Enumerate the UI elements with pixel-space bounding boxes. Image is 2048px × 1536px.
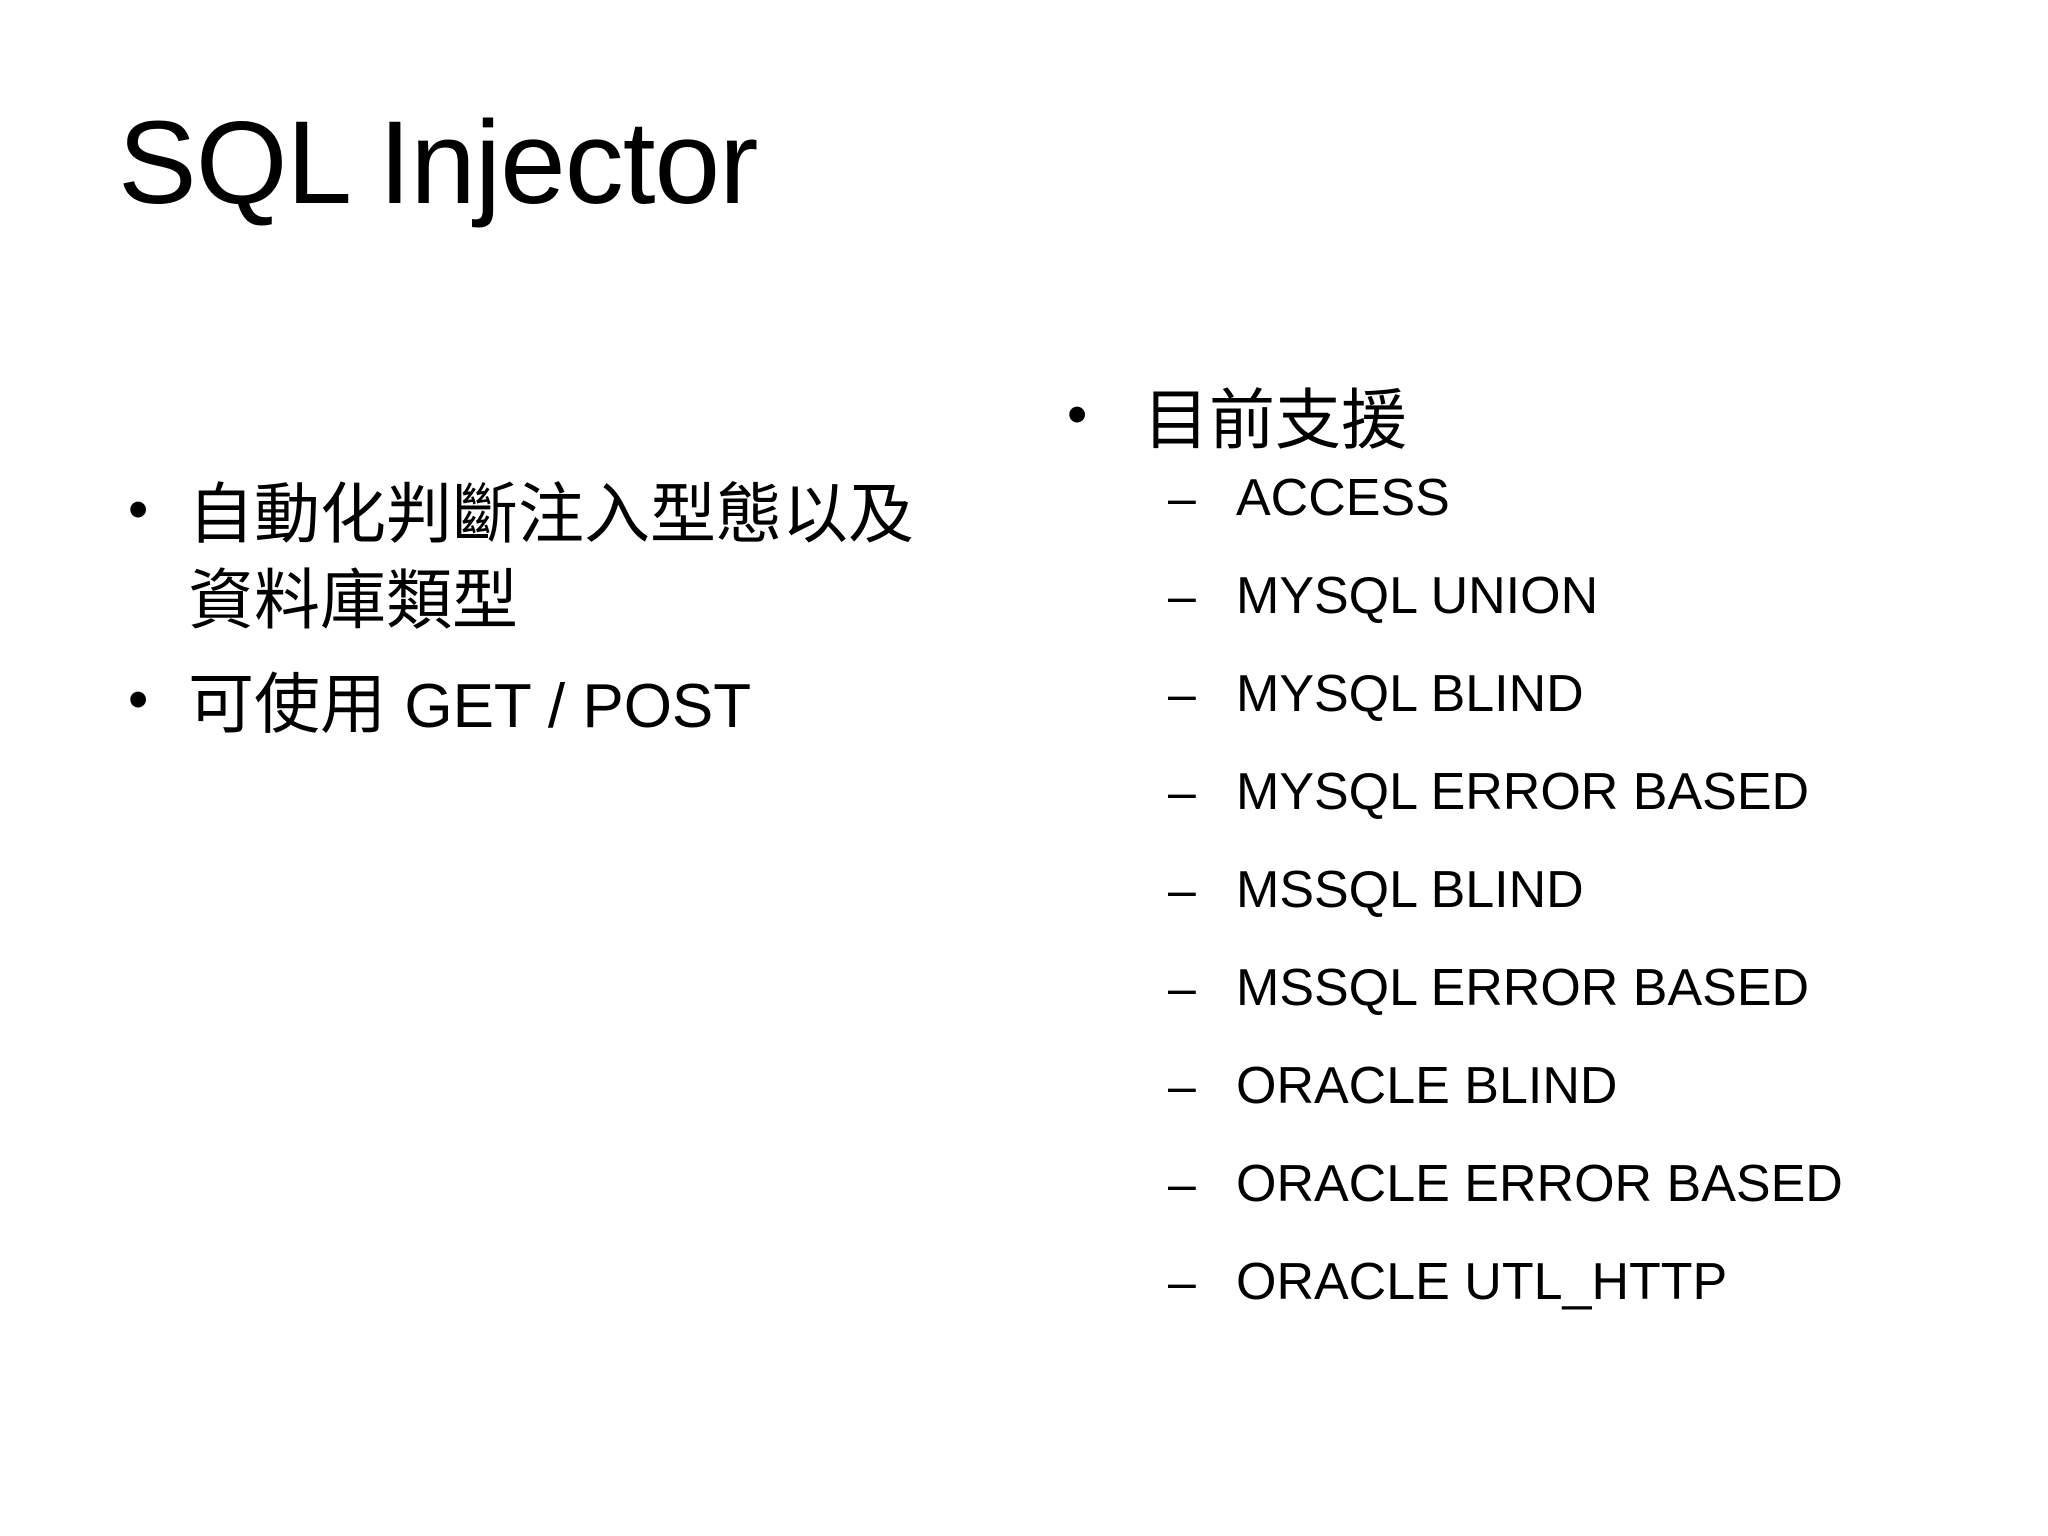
en-dash-icon: – bbox=[1168, 470, 1196, 527]
list-item-label: ORACLE UTL_HTTP bbox=[1236, 1253, 1728, 1312]
list-item-label: MYSQL ERROR BASED bbox=[1236, 763, 1810, 822]
list-item-label: ORACLE ERROR BASED bbox=[1236, 1155, 1843, 1214]
bullet-item-label-cjk: 可使用 bbox=[188, 666, 405, 741]
bullet-item-automation: • 自動化判斷注入型態以及資料庫類型 bbox=[110, 472, 940, 644]
list-item-label: MYSQL BLIND bbox=[1236, 665, 1584, 724]
bullet-item-label-latin: GET / POST bbox=[404, 671, 752, 741]
supported-database-list: – ACCESS – MYSQL UNION – MYSQL BLIND – M… bbox=[1055, 472, 2015, 1354]
en-dash-icon: – bbox=[1168, 568, 1196, 625]
list-item: – MSSQL ERROR BASED bbox=[1055, 962, 2015, 1060]
list-item-label: ORACLE BLIND bbox=[1236, 1057, 1618, 1116]
list-item: – MYSQL ERROR BASED bbox=[1055, 766, 2015, 864]
bullet-dot-icon: • bbox=[128, 477, 149, 542]
bullet-dot-icon: • bbox=[128, 666, 149, 732]
en-dash-icon: – bbox=[1168, 666, 1196, 723]
left-content-column: • 自動化判斷注入型態以及資料庫類型 • 可使用 GET / POST bbox=[110, 472, 940, 765]
slide-title: SQL Injector bbox=[118, 97, 758, 229]
supported-heading-label: 目前支援 bbox=[1143, 383, 1407, 457]
en-dash-icon: – bbox=[1168, 960, 1196, 1017]
en-dash-icon: – bbox=[1168, 1156, 1196, 1213]
bullet-item-label: 可使用 GET / POST bbox=[188, 662, 940, 748]
list-item-label: ACCESS bbox=[1236, 469, 1450, 528]
list-item: – ORACLE BLIND bbox=[1055, 1060, 2015, 1158]
list-item-label: MSSQL BLIND bbox=[1236, 861, 1584, 920]
en-dash-icon: – bbox=[1168, 1254, 1196, 1311]
bullet-item-get-post: • 可使用 GET / POST bbox=[110, 662, 940, 748]
list-item: – ORACLE ERROR BASED bbox=[1055, 1158, 2015, 1256]
list-item: – MYSQL UNION bbox=[1055, 570, 2015, 668]
right-content-column: • 目前支援 – ACCESS – MYSQL UNION – MYSQL BL… bbox=[1055, 378, 2015, 1354]
list-item: – MSSQL BLIND bbox=[1055, 864, 2015, 962]
bullet-item-label: 自動化判斷注入型態以及資料庫類型 bbox=[188, 477, 914, 637]
bullet-dot-icon: • bbox=[1067, 382, 1088, 447]
en-dash-icon: – bbox=[1168, 862, 1196, 919]
list-item: – ORACLE UTL_HTTP bbox=[1055, 1256, 2015, 1354]
list-item-label: MYSQL UNION bbox=[1236, 567, 1599, 626]
list-item: – MYSQL BLIND bbox=[1055, 668, 2015, 766]
en-dash-icon: – bbox=[1168, 764, 1196, 821]
bullet-item-supported-heading: • 目前支援 bbox=[1055, 378, 2015, 462]
en-dash-icon: – bbox=[1168, 1058, 1196, 1115]
list-item-label: MSSQL ERROR BASED bbox=[1236, 959, 1810, 1018]
list-item: – ACCESS bbox=[1055, 472, 2015, 570]
